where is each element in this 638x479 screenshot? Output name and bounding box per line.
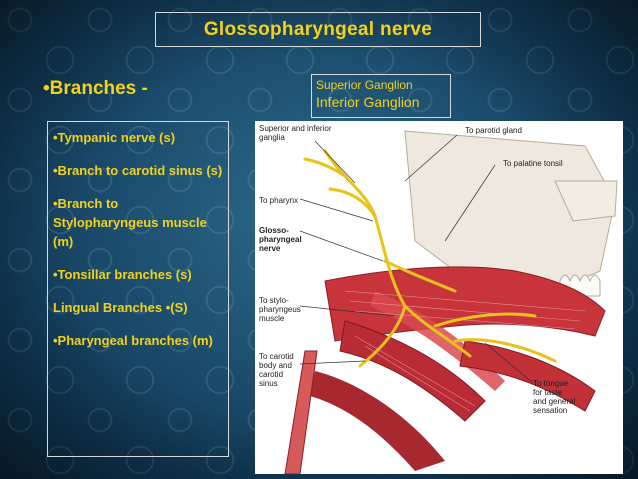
branch-carotid-sinus: •Branch to carotid sinus (s)	[53, 163, 223, 178]
hyoglossus-muscle	[459, 340, 596, 412]
label-pharynx: To pharynx	[259, 196, 298, 205]
branch-tympanic: •Tympanic nerve (s)	[53, 130, 176, 145]
label-parotid: To parotid gland	[465, 126, 522, 135]
carotid-artery	[284, 350, 318, 474]
title-box: Glossopharyngeal nerve	[155, 12, 481, 47]
superior-ganglion-label: Superior Ganglion	[316, 78, 413, 92]
pharyngeal-muscle	[339, 320, 486, 422]
muscle-striations	[344, 290, 586, 412]
glossopharyngeal-nerve	[303, 149, 557, 368]
ganglia-box: Superior Ganglion Inferior Ganglion	[311, 74, 451, 118]
branch-list: •Tympanic nerve (s) •Branch to carotid s…	[47, 121, 229, 457]
pointer-lines	[299, 134, 534, 384]
branch-pharyngeal: •Pharyngeal branches (m)	[53, 333, 213, 348]
branch-tonsillar: •Tonsillar branches (s)	[53, 267, 192, 282]
branch-stylopharyngeus: •Branch to Stylopharyngeus muscle (m)	[53, 196, 207, 249]
branches-heading: •Branches -	[43, 78, 148, 99]
branch-lingual: Lingual Branches •(S)	[53, 300, 188, 315]
constrictor-muscle	[310, 371, 445, 471]
slide-title: Glossopharyngeal nerve	[203, 18, 433, 40]
label-palatine-tonsil: To palatine tonsil	[503, 159, 563, 168]
inferior-ganglion-label: Inferior Ganglion	[316, 94, 420, 110]
maxilla-shape	[554, 180, 618, 222]
